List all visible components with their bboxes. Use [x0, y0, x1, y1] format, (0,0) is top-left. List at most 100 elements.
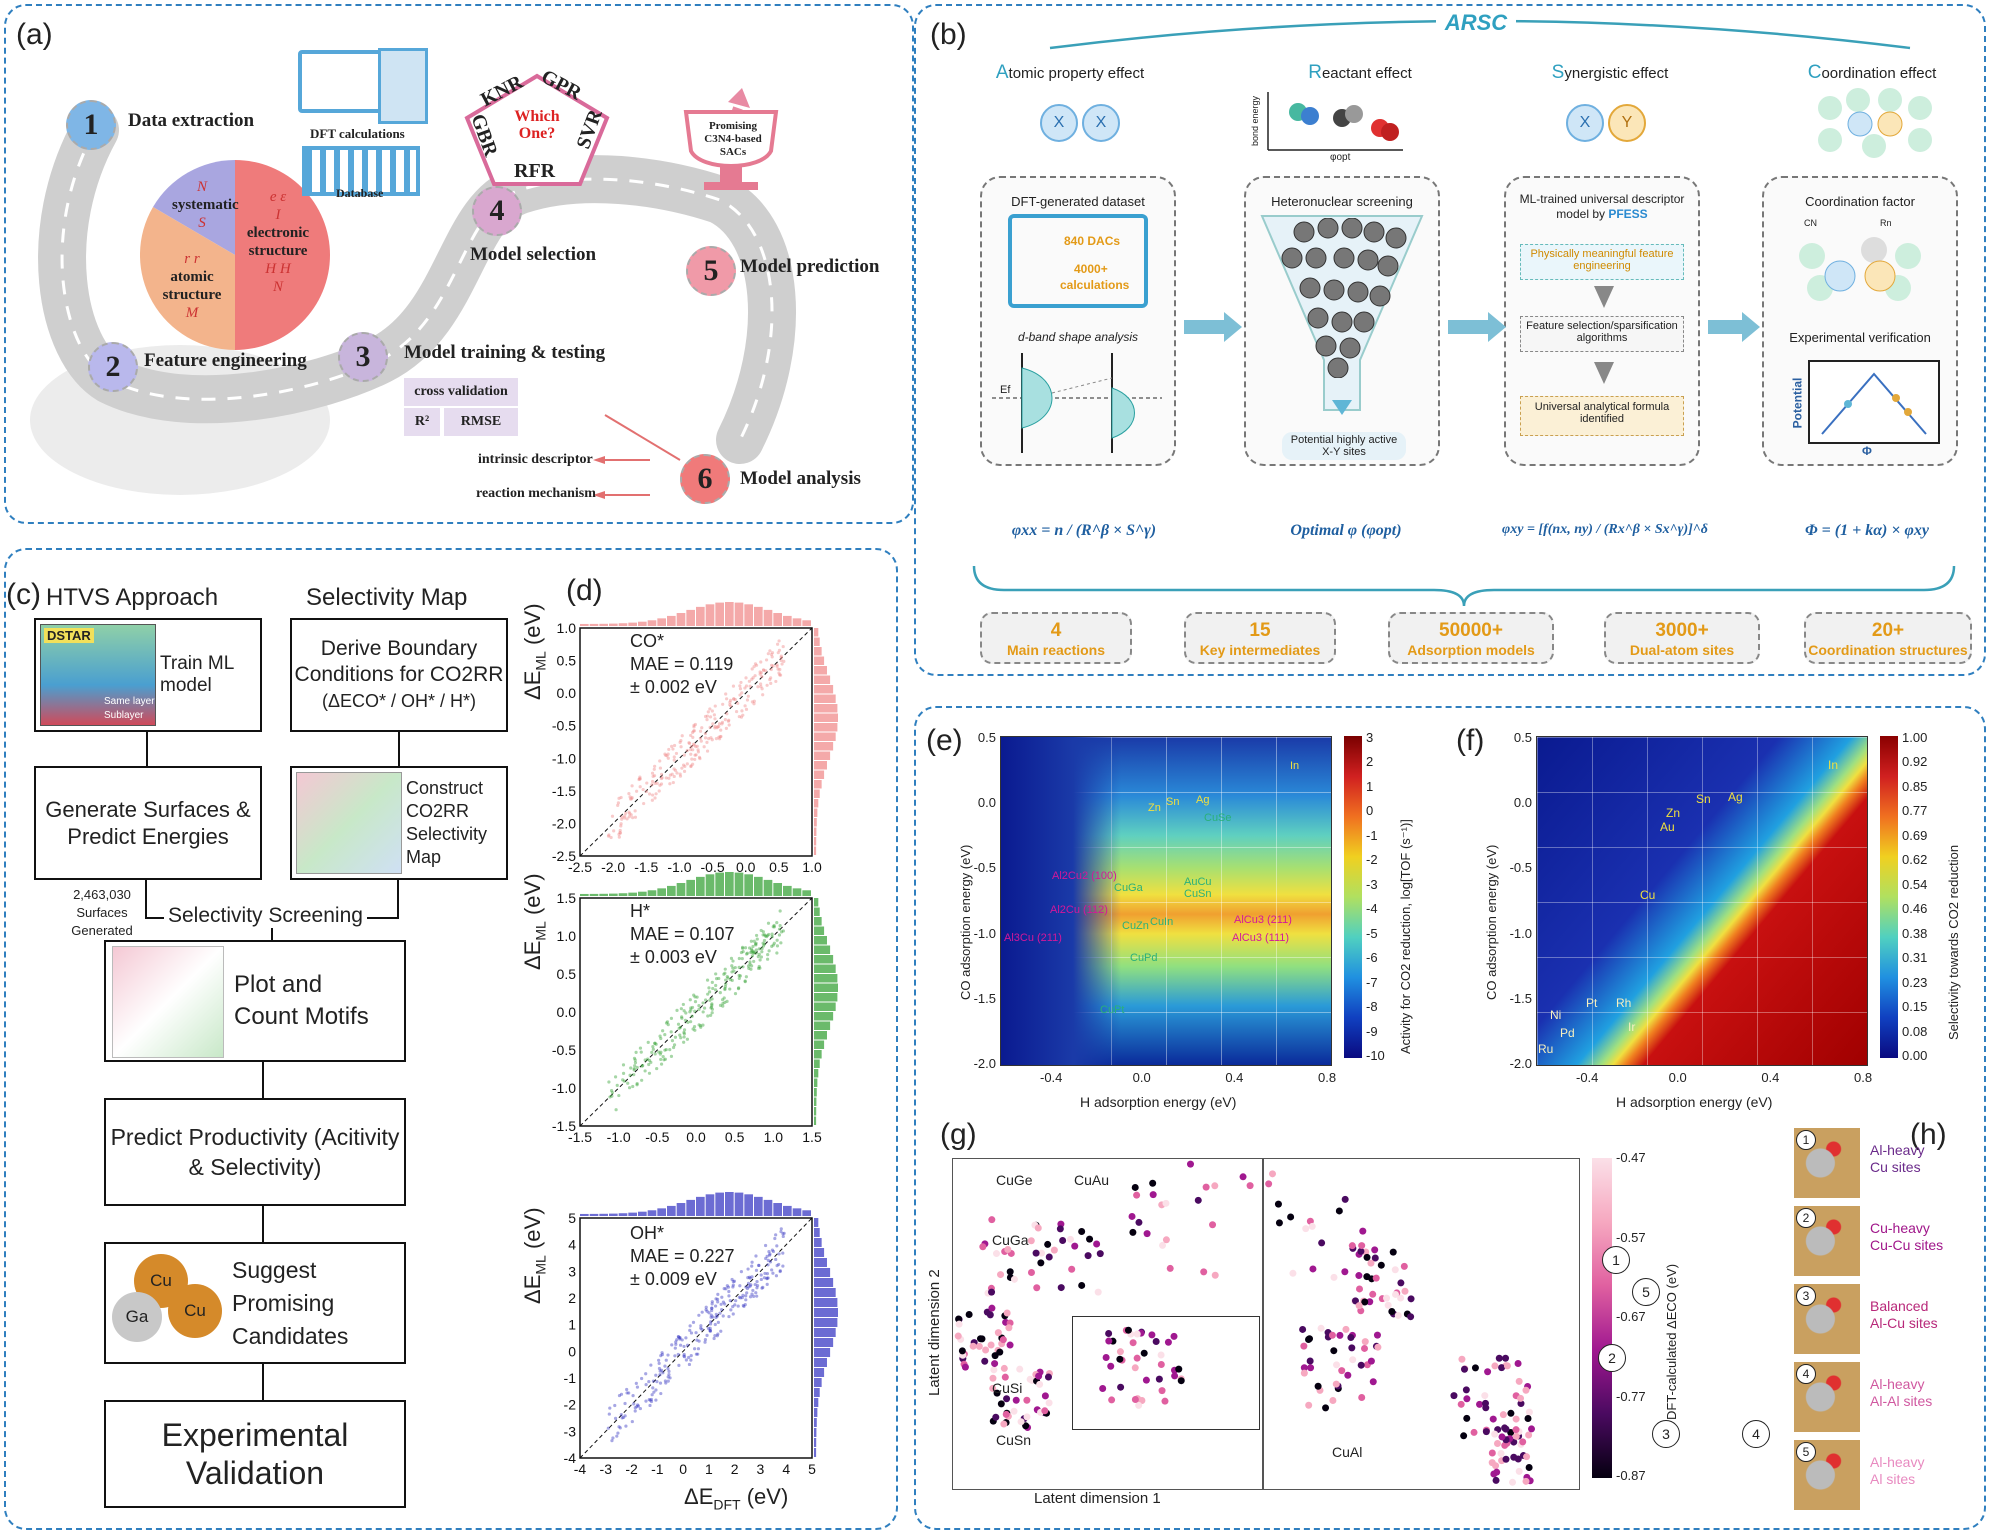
parity-point [697, 1004, 701, 1008]
parity-point [716, 725, 720, 729]
parity-point [749, 947, 754, 951]
parity-point [737, 973, 741, 978]
parity-point [775, 938, 779, 942]
latent-point [1211, 1182, 1219, 1190]
parity-point [770, 655, 774, 659]
parity-point [657, 1361, 661, 1365]
tick-label: 0.0 [1668, 1070, 1687, 1085]
tick-label: 0.8 [1854, 1070, 1873, 1085]
parity-point [699, 1324, 703, 1328]
parity-point [716, 1332, 720, 1336]
parity-point [761, 668, 766, 672]
tick-label: 0.54 [1902, 876, 1928, 892]
panel-label-b: (b) [930, 18, 967, 51]
parity-xtick: -4 [574, 1461, 587, 1477]
parity-point [777, 927, 782, 931]
latent-point [989, 1374, 997, 1382]
parity-point [778, 673, 782, 677]
latent-point [990, 1366, 998, 1374]
parity-point [721, 1300, 726, 1304]
parity-point [628, 797, 633, 801]
parity-point [633, 815, 638, 819]
latent-point [1128, 1212, 1136, 1220]
parity-point [660, 1352, 665, 1357]
parity-point [724, 982, 728, 986]
parity-point [728, 698, 733, 702]
latent-point [1522, 1386, 1530, 1394]
latent-point [1492, 1476, 1500, 1484]
parity-point [681, 1002, 685, 1007]
parity-point [741, 1293, 745, 1297]
parity-point [617, 1425, 621, 1429]
parity-point [699, 1025, 703, 1029]
parity-point [723, 987, 727, 992]
parity-point [721, 1004, 725, 1008]
activity-point-label: Zn [1148, 802, 1161, 814]
latent-point [1383, 1294, 1391, 1302]
parity-hist-right [814, 713, 838, 722]
parity-point [628, 795, 632, 799]
parity-point [676, 1335, 681, 1339]
parity-point [669, 1054, 674, 1058]
latent-point [1371, 1246, 1379, 1254]
parity-point [666, 752, 670, 756]
latent-point [1463, 1395, 1471, 1403]
parity-hist-right [814, 1298, 838, 1307]
parity-hist-right [814, 666, 827, 675]
latent-point [1010, 1407, 1018, 1415]
parity-point [718, 1003, 723, 1007]
parity-point [744, 684, 749, 688]
latent-point [1512, 1432, 1520, 1440]
parity-point [774, 1257, 778, 1262]
parity-xtick: 0 [679, 1461, 687, 1477]
tick-label: 0.38 [1902, 925, 1928, 941]
latent-point [1463, 1414, 1471, 1422]
parity-point [627, 1086, 632, 1090]
parity-hist-top [696, 1196, 705, 1216]
parity-hist-right [814, 723, 838, 732]
parity-point [759, 671, 763, 675]
parity-point [727, 723, 731, 727]
intrinsic-descriptor-label: intrinsic descriptor [478, 452, 593, 467]
parity-point [731, 1285, 735, 1289]
parity-hist-top [783, 885, 792, 896]
latent-point [1488, 1459, 1496, 1467]
parity-point [679, 1343, 683, 1347]
parity-point [640, 1064, 644, 1068]
parity-point [721, 1001, 725, 1006]
parity-hist-top [676, 883, 686, 896]
atom-x-icon: X [1040, 104, 1078, 142]
parity-point [657, 1366, 662, 1371]
latent-point [1517, 1394, 1525, 1402]
parity-point [657, 1358, 661, 1362]
parity-xtick: 5 [808, 1461, 816, 1477]
parity-point [634, 1050, 638, 1054]
latent-label: CuSn [996, 1432, 1032, 1448]
parity-point [688, 1328, 692, 1332]
parity-point [706, 710, 710, 714]
parity-point [689, 1354, 693, 1358]
latent-point [1318, 1239, 1326, 1247]
parity-hist-right [814, 647, 822, 656]
parity-point [715, 977, 719, 981]
sublayer-label: Sublayer [104, 710, 144, 721]
tick-label: 0.4 [1225, 1070, 1244, 1085]
latent-point [1351, 1297, 1359, 1305]
latent-point [955, 1315, 963, 1323]
parity-point [750, 954, 755, 958]
parity-point [765, 1254, 769, 1258]
activity-point-label: CuIn [1150, 916, 1174, 928]
parity-point [738, 693, 742, 697]
parity-point [746, 1281, 751, 1285]
panel-a [4, 4, 914, 524]
parity-point [765, 1277, 769, 1281]
parity-point [651, 1045, 655, 1049]
parity-hist-top [647, 890, 657, 896]
latent-point [1491, 1362, 1499, 1370]
parity-point [643, 1069, 647, 1073]
parity-point [610, 1439, 614, 1443]
parity-point [768, 1260, 773, 1264]
parity-point [700, 1310, 704, 1314]
